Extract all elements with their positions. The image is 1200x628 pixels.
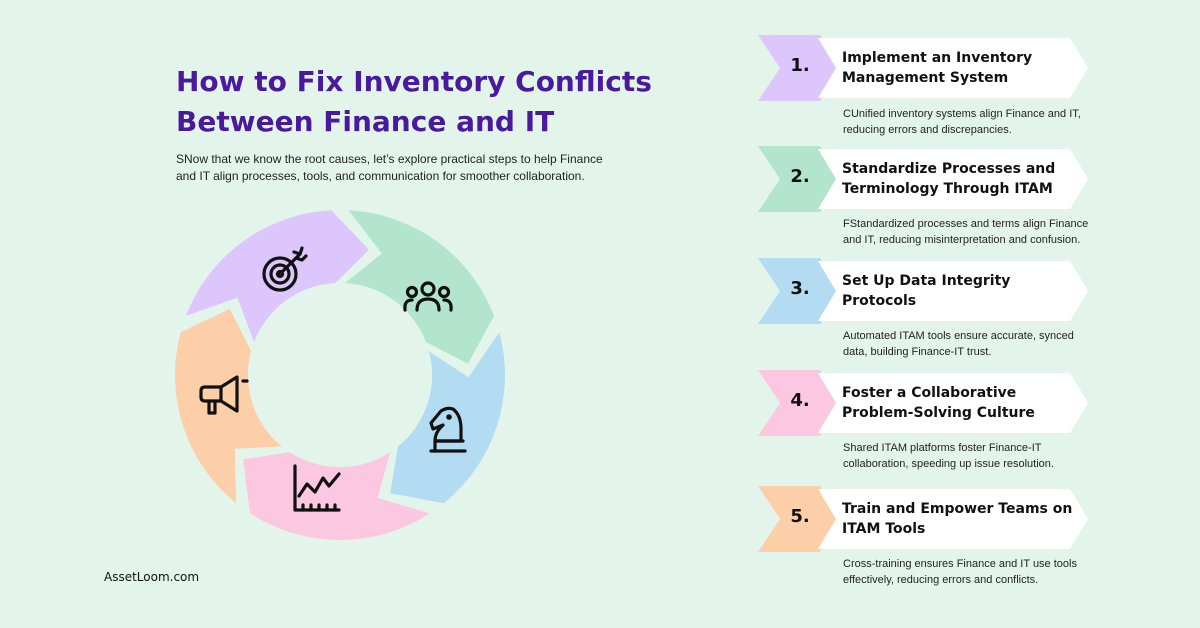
step-number: 3. xyxy=(790,278,810,299)
step-description: FStandardized processes and terms align … xyxy=(843,218,1089,246)
chess-knight-icon xyxy=(429,406,467,453)
cycle-segment-4 xyxy=(243,452,430,540)
step-description: Shared ITAM platforms foster Finance-IT … xyxy=(843,442,1054,470)
team-icon xyxy=(403,281,453,312)
step-title: Foster a Collaborative Problem-Solving C… xyxy=(842,385,1035,421)
intro-text: SNow that we know the root causes, let’s… xyxy=(176,152,603,183)
step-number: 1. xyxy=(790,55,810,76)
step-title-card xyxy=(818,489,1088,549)
step-number-badge xyxy=(758,35,842,101)
step-number: 5. xyxy=(790,506,810,527)
cycle-diagram xyxy=(174,210,505,540)
step-title: Train and Empower Teams on ITAM Tools xyxy=(842,501,1073,537)
step-title-card xyxy=(818,373,1088,433)
step-number: 2. xyxy=(790,166,810,187)
brand-name: AssetLoom.com xyxy=(104,570,200,584)
step-number-badge xyxy=(758,486,842,552)
step-number: 4. xyxy=(790,390,810,411)
step-title: Standardize Processes and Terminology Th… xyxy=(842,161,1056,197)
step-number-badge xyxy=(758,146,842,212)
growth-chart-icon xyxy=(293,464,341,512)
step-description: Cross-training ensures Finance and IT us… xyxy=(843,558,1077,586)
step-title: Implement an Inventory Management System xyxy=(842,50,1033,86)
target-icon xyxy=(262,246,308,292)
megaphone-icon xyxy=(199,375,249,415)
step-title-card xyxy=(818,261,1088,321)
step-number-badge xyxy=(758,258,842,324)
step-description: CUnified inventory systems align Finance… xyxy=(843,108,1081,136)
cycle-center xyxy=(248,283,432,467)
step-title-card xyxy=(818,38,1088,98)
page-title: How to Fix Inventory Conflicts Between F… xyxy=(176,65,652,138)
step-title-card xyxy=(818,149,1088,209)
cycle-segment-2 xyxy=(344,210,495,364)
step-number-badge xyxy=(758,370,842,436)
step-title: Set Up Data Integrity Protocols xyxy=(842,273,1011,309)
step-description: Automated ITAM tools ensure accurate, sy… xyxy=(843,330,1074,358)
